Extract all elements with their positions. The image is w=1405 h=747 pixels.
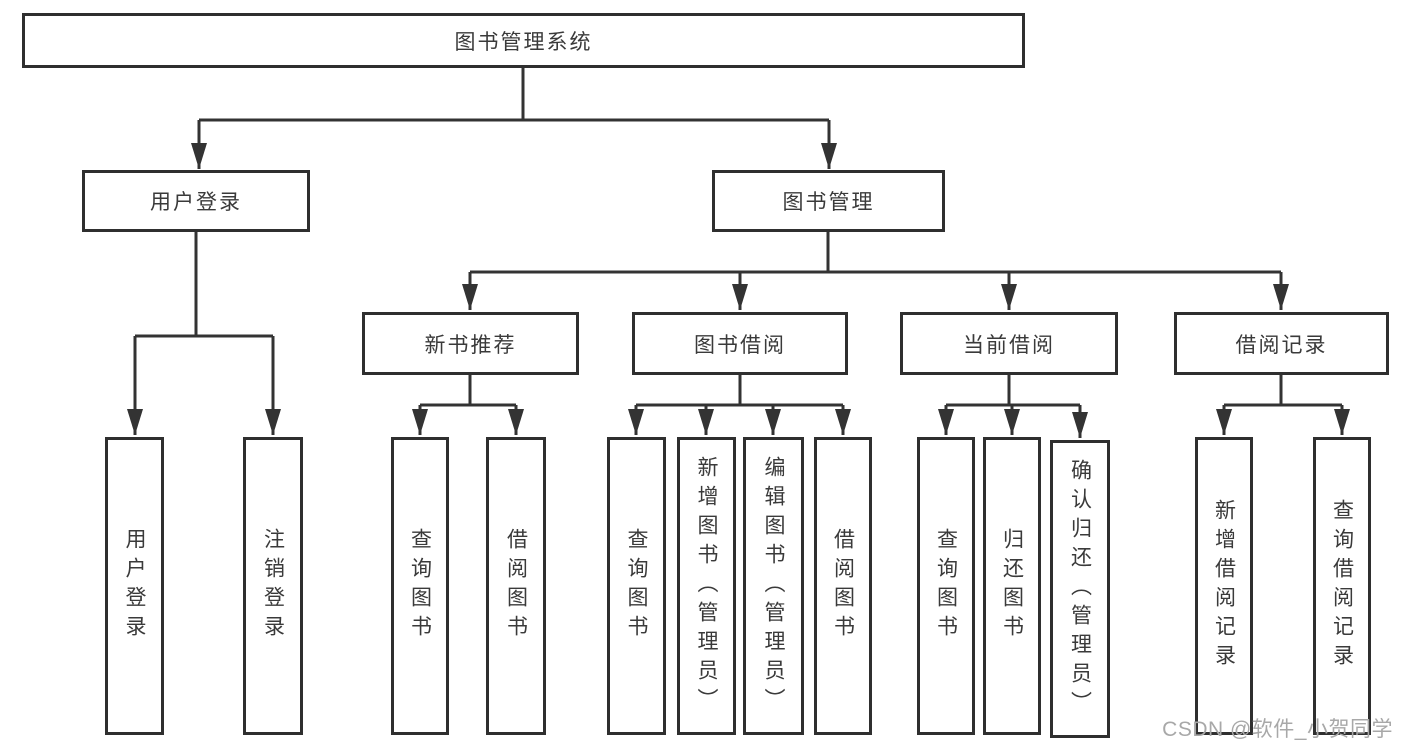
node-borrow-records-label: 借阅记录 [1235,333,1328,357]
node-root: 图书管理系统 [22,13,1025,68]
node-cb-return-book-label: 归还图书 [1000,528,1024,644]
node-cb-return-book: 归还图书 [983,437,1041,735]
bus-borrow-records-children [1224,375,1342,407]
node-ul-logout: 注销登录 [243,437,303,735]
node-bb-add-book: 新增图书（管理员） [677,437,736,735]
node-bb-edit-book: 编辑图书（管理员） [743,437,804,735]
node-cb-query-book: 查询图书 [917,437,975,735]
node-book-mgmt: 图书管理 [712,170,945,232]
bus-user-login-children [135,232,273,338]
node-bb-query-book: 查询图书 [607,437,666,735]
node-borrow-records: 借阅记录 [1174,312,1389,375]
bus-book-mgmt-children [470,232,1281,274]
node-book-borrow-label: 图书借阅 [694,333,786,357]
node-current-borrow: 当前借阅 [900,312,1118,375]
node-bb-query-book-label: 查询图书 [625,528,648,644]
node-nb-query-book-label: 查询图书 [408,528,432,644]
node-nb-borrow-book: 借阅图书 [486,437,546,735]
node-root-label: 图书管理系统 [454,30,593,54]
node-br-query-record-label: 查询借阅记录 [1330,499,1354,673]
bus-current-borrow-children [946,375,1080,407]
node-ul-user-login: 用户登录 [105,437,164,735]
watermark: CSDN @软件_小贺同学 [1162,718,1393,741]
node-bb-add-book-label: 新增图书（管理员） [695,455,718,717]
node-ul-logout-label: 注销登录 [261,528,285,644]
node-book-mgmt-label: 图书管理 [782,191,875,214]
node-current-borrow-label: 当前借阅 [963,333,1055,357]
bus-root-to-level2 [199,68,829,122]
node-nb-query-book: 查询图书 [391,437,449,735]
bus-book-borrow-children [636,375,843,407]
node-cb-query-book-label: 查询图书 [934,528,958,644]
node-br-add-record: 新增借阅记录 [1195,437,1253,735]
node-bb-borrow-book-label: 借阅图书 [831,528,855,644]
node-bb-borrow-book: 借阅图书 [814,437,872,735]
node-ul-user-login-label: 用户登录 [123,528,146,644]
node-book-borrow: 图书借阅 [632,312,848,375]
node-bb-edit-book-label: 编辑图书（管理员） [762,455,785,717]
node-user-login-label: 用户登录 [150,191,242,214]
node-cb-confirm-return: 确认归还（管理员） [1050,440,1110,738]
node-nb-borrow-book-label: 借阅图书 [504,528,528,644]
node-br-query-record: 查询借阅记录 [1313,437,1371,735]
node-user-login: 用户登录 [82,170,310,232]
bus-new-book-rec-children [420,375,516,407]
node-br-add-record-label: 新增借阅记录 [1212,499,1236,673]
node-new-book-rec: 新书推荐 [362,312,579,375]
node-cb-confirm-return-label: 确认归还（管理员） [1068,458,1092,720]
node-new-book-rec-label: 新书推荐 [424,333,517,357]
